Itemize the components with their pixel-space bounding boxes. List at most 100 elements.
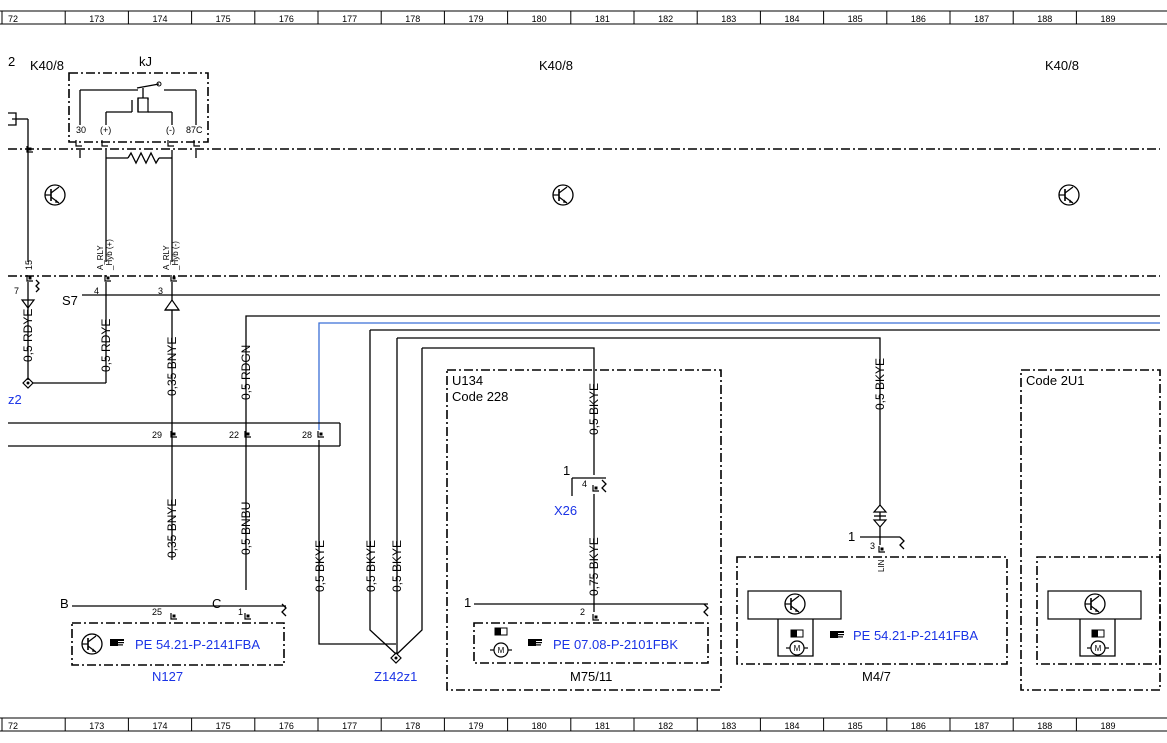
relay-pin-minus: (-) [166, 125, 175, 135]
hand-pointer-icon [830, 631, 844, 638]
ruler-label: 174 [152, 14, 167, 24]
pin-4: 4 [94, 286, 99, 296]
ruler-label: 185 [848, 721, 863, 731]
ruler-label: 183 [721, 14, 736, 24]
pin-s7: S7 [62, 293, 78, 308]
pin-28: 28 [302, 430, 312, 440]
pin-15: 15 [24, 260, 34, 270]
hand-pointer-icon [528, 639, 542, 646]
motor-icon [1086, 640, 1110, 656]
ruler-label: 180 [532, 14, 547, 24]
pin-rly-hyb-plus-a: A_RLY [96, 245, 105, 270]
pin-m75-2: 2 [580, 607, 585, 617]
module-k40-label-mid: K40/8 [539, 58, 573, 73]
component-z2[interactable]: z2 [8, 392, 22, 407]
ruler-label: 189 [1100, 721, 1115, 731]
wire-label-bkye-m75: 0,75 BKYE [587, 537, 601, 596]
transistor-icon [784, 593, 806, 615]
hand-pointer-icon [110, 639, 124, 646]
group-code2u1-label: Code 2U1 [1026, 373, 1085, 388]
ruler-label: 72 [8, 14, 18, 24]
connector-icon [494, 627, 508, 636]
connector-block: 29 22 28 [8, 422, 341, 447]
transistor-icon [552, 184, 574, 206]
ruler-label: 184 [784, 14, 799, 24]
pin-1-c: 1 [238, 607, 243, 617]
transistor-icon [81, 633, 103, 655]
connector-x26: 4 1 [563, 463, 607, 612]
component-z142z1[interactable]: Z142z1 [374, 669, 417, 684]
ruler-label: 187 [974, 14, 989, 24]
component-m47-box: 3 1 LIN [736, 504, 1008, 665]
ruler-label: 186 [911, 14, 926, 24]
pin-c: C [212, 596, 221, 611]
ruler-label: 188 [1037, 14, 1052, 24]
ref-link-n127[interactable]: PE 54.21-P-2141FBA [135, 637, 260, 652]
pin-rly-hyb-minus-b: _Hyb (-) [171, 241, 180, 271]
ruler-label: 178 [405, 721, 420, 731]
transistor-icon [1084, 593, 1106, 615]
ruler-label: 186 [911, 721, 926, 731]
ruler-label: 188 [1037, 721, 1052, 731]
group-code228-label: Code 228 [452, 389, 508, 404]
ruler-label: 181 [595, 14, 610, 24]
ruler-label: 175 [216, 14, 231, 24]
wire-label-bkye-m47: 0,5 BKYE [873, 358, 887, 410]
relay-pin-plus: (+) [100, 125, 111, 135]
relay-label: kJ [139, 54, 152, 69]
motor-icon [489, 642, 513, 658]
group-u134-label: U134 [452, 373, 483, 388]
group-u134 [446, 369, 722, 691]
pin-rly-hyb-plus-b: _Hyb (+) [105, 239, 114, 271]
component-n127[interactable]: N127 [152, 669, 183, 684]
pin-lin: LIN [877, 559, 886, 572]
ref-link-m75[interactable]: PE 07.08-P-2101FBK [553, 637, 678, 652]
relay-kj: kJ 30 (+) (-) 87C [68, 54, 209, 262]
ruler-label: 173 [89, 721, 104, 731]
ruler-label: 72 [8, 721, 18, 731]
wire-label-rdgn: 0,5 RDGN [239, 345, 253, 400]
component-m75: M75/11 [570, 669, 612, 684]
module-k40-label-right: K40/8 [1045, 58, 1079, 73]
pin-m47-1: 1 [848, 529, 855, 544]
component-m75-box: 2 1 [464, 595, 709, 664]
wire-label-bkye-a: 0,5 BKYE [313, 540, 327, 592]
pin-25: 25 [152, 607, 162, 617]
ruler-label: 174 [152, 721, 167, 731]
transistor-icon [44, 184, 66, 206]
relay-pin-30: 30 [76, 125, 86, 135]
wire-label-bnbu: 0,5 BNBU [239, 502, 253, 555]
ruler-label: 187 [974, 721, 989, 731]
ruler-label: 179 [468, 721, 483, 731]
component-right-box [1036, 556, 1161, 665]
ruler-label: 189 [1100, 14, 1115, 24]
ruler-label: 176 [279, 721, 294, 731]
wire-label-bkye-b: 0,5 BKYE [364, 540, 378, 592]
ruler-label: 175 [216, 721, 231, 731]
connector-icon [1091, 629, 1105, 638]
pin-b: B [60, 596, 69, 611]
ruler-label: 182 [658, 721, 673, 731]
ruler-label: 182 [658, 14, 673, 24]
module-k40-label-left: K40/8 [30, 58, 64, 73]
wire-label-bkye-x26: 0,5 BKYE [587, 383, 601, 435]
pin-29: 29 [152, 430, 162, 440]
ref-link-m47[interactable]: PE 54.21-P-2141FBA [853, 628, 978, 643]
edge-label-2: 2 [8, 54, 15, 69]
motor-icon [785, 640, 809, 656]
component-x26[interactable]: X26 [554, 503, 577, 518]
connector-icon [790, 629, 804, 638]
pin-m75-1: 1 [464, 595, 471, 610]
ruler-label: 183 [721, 721, 736, 731]
relay-pin-87c: 87C [186, 125, 203, 135]
ruler-label: 185 [848, 14, 863, 24]
transistor-icon [1058, 184, 1080, 206]
wire-label-bnye-top: 0,35 BNYE [165, 337, 179, 396]
wire-label-bkye-c: 0,5 BKYE [390, 540, 404, 592]
ruler-label: 178 [405, 14, 420, 24]
pin-x26-1: 1 [563, 463, 570, 478]
pin-22: 22 [229, 430, 239, 440]
